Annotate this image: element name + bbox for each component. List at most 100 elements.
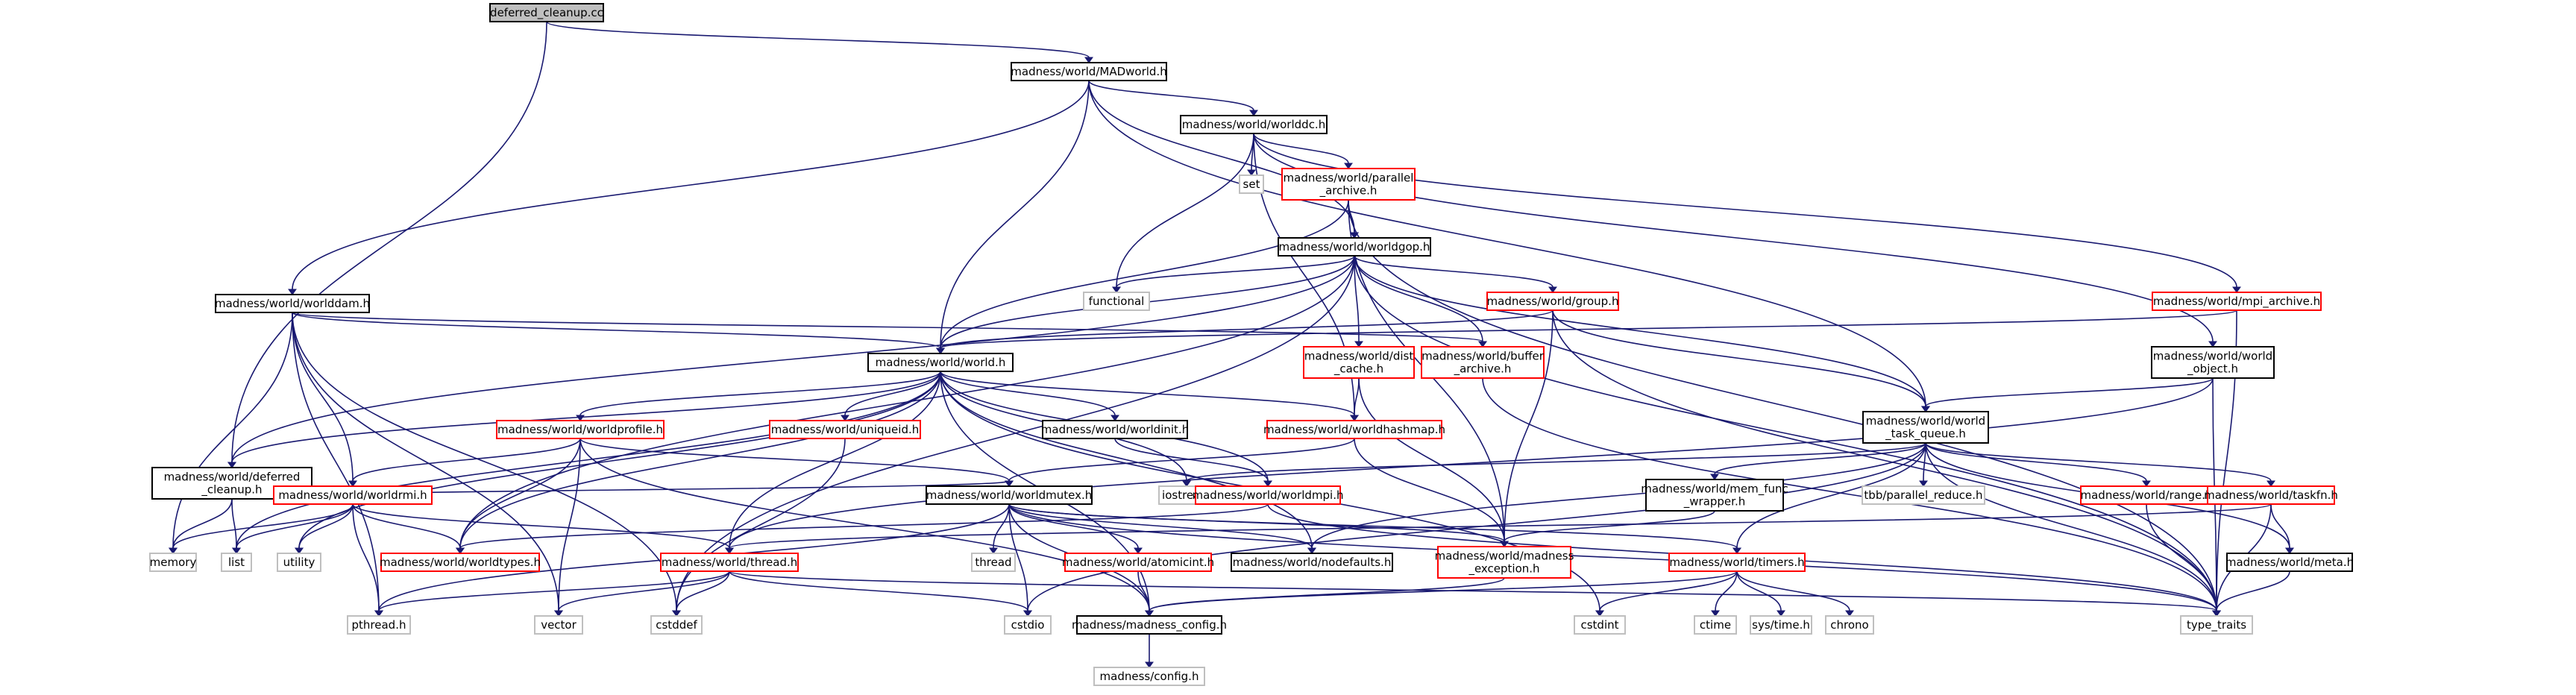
node-ctime: ctime [1694, 615, 1737, 635]
edge-arrowhead-madness_config-to-madness_config_h [1145, 661, 1154, 668]
node-box [1862, 411, 1989, 444]
node-thread[interactable]: madness/world/thread.h [660, 553, 799, 572]
node-taskfn[interactable]: madness/world/taskfn.h [2204, 485, 2338, 505]
node-box [1195, 485, 1341, 505]
node-worldrmi[interactable]: madness/world/worldrmi.h [273, 485, 433, 505]
node-worldtypes[interactable]: madness/world/worldtypes.h [380, 553, 541, 572]
node-madworld[interactable]: madness/world/MADworld.h [1011, 62, 1167, 81]
node-world-object[interactable]: madness/world/world_object.h [2151, 346, 2275, 379]
edge-worldgop-to-type_traits [1354, 255, 2217, 611]
node-group[interactable]: madness/world/group.h [1486, 292, 1619, 311]
edge-group-to-type_traits [1552, 309, 2217, 611]
node-label: type_traits [2187, 618, 2246, 632]
node-box [1064, 553, 1212, 572]
node-box [1180, 115, 1328, 134]
edge-world_task_queue-to-taskfn [1925, 442, 2272, 482]
node-worldhashmap[interactable]: madness/world/worldhashmap.h [1263, 420, 1445, 439]
node-madness-exception[interactable]: madness/world/madness_exception.h [1435, 546, 1574, 579]
node-mem-func-wrapper[interactable]: madness/world/mem_func_wrapper.h [1641, 479, 1788, 512]
edge-arrowhead-world-to-deferred_cleanup [227, 462, 236, 468]
node-box [650, 615, 703, 635]
edge-worlddam-to-worldrmi [292, 312, 354, 482]
edge-world-to-thread [729, 371, 941, 549]
node-world-task-queue[interactable]: madness/world/world_task_queue.h [1862, 411, 1989, 444]
node-uniqueid[interactable]: madness/world/uniqueid.h [769, 420, 921, 439]
node-box [1825, 615, 1874, 635]
edge-arrowhead-taskfn-to-thread [725, 547, 734, 554]
edge-worldprofile-to-madness_config [579, 438, 1150, 611]
node-label: madness/world/nodefaults.h [1233, 556, 1392, 569]
node-box [534, 615, 583, 635]
edge-arrowhead-timers-to-chrono [1845, 610, 1854, 617]
node-worldprofile[interactable]: madness/world/worldprofile.h [496, 420, 665, 439]
node-worldmpi[interactable]: madness/world/worldmpi.h [1193, 485, 1344, 505]
edge-deferred_cleanup-to-memory [172, 498, 233, 549]
edge-arrowhead-worldgop-to-functional [1112, 286, 1121, 293]
edge-worldgop-to-buffer_archive [1354, 255, 1483, 342]
node-mpi-archive[interactable]: madness/world/mpi_archive.h [2152, 292, 2322, 311]
node-worlddam[interactable]: madness/world/worlddam.h [215, 294, 370, 313]
edge-arrowhead-world_task_queue-to-mem_func_wrapper [1710, 474, 1719, 480]
node-box [867, 353, 1014, 372]
edge-group-to-world [940, 309, 1554, 349]
edge-timers-to-ctime [1715, 570, 1738, 611]
node-box [1750, 615, 1812, 635]
node-root[interactable]: deferred_cleanup.cc [489, 3, 604, 22]
edge-worldrmi-to-worldtypes [352, 503, 461, 549]
node-worldmutex[interactable]: madness/world/worldmutex.h [926, 485, 1093, 505]
node-label: madness/world/timers.h [1669, 556, 1804, 569]
node-label: madness/world/worlddc.h [1182, 118, 1325, 131]
edge-arrowhead-world_task_queue-to-tbb_parallel_reduce [1919, 480, 1928, 487]
node-label: tbb/parallel_reduce.h [1864, 488, 1982, 503]
edge-meta-to-type_traits [2216, 570, 2290, 611]
node-worlddc[interactable]: madness/world/worlddc.h [1180, 115, 1328, 134]
edge-arrowhead-worldprofile-to-worldrmi [348, 480, 357, 487]
node-madness-config[interactable]: madness/madness_config.h [1072, 615, 1227, 635]
edge-worlddam-to-cstddef [292, 312, 677, 611]
edge-group-to-madness_exception [1504, 309, 1554, 542]
edge-thread-to-type_traits [729, 570, 2217, 611]
node-box [1076, 615, 1222, 635]
node-nodefaults[interactable]: madness/world/nodefaults.h [1231, 553, 1393, 572]
edge-arrowhead-madworld-to-worlddc [1249, 110, 1258, 116]
node-timers[interactable]: madness/world/timers.h [1668, 553, 1806, 572]
edge-worlddam-to-vector [292, 312, 559, 611]
edge-worldrmi-to-memory [172, 503, 354, 549]
node-parallel-archive[interactable]: madness/world/parallel_archive.h [1281, 168, 1416, 201]
node-box [273, 485, 433, 505]
edge-dist_cache-to-worldhashmap [1354, 377, 1360, 416]
node-label: thread [975, 556, 1011, 569]
node-worldinit[interactable]: madness/world/worldinit.h [1041, 420, 1189, 439]
edge-worlddc-to-mpi_archive [1253, 133, 2237, 288]
node-box [1042, 420, 1188, 439]
node-label: madness/world/taskfn.h [2204, 488, 2338, 502]
edge-thread-to-vector [558, 570, 730, 611]
node-box [660, 553, 799, 572]
node-meta[interactable]: madness/world/meta.h [2225, 553, 2354, 572]
edge-madworld-to-world_task_queue [1088, 80, 1926, 407]
node-vector: vector [534, 615, 583, 635]
node-label: madness/world/worldgop.h [1279, 240, 1430, 254]
node-label: madness/world/thread.h [662, 556, 798, 569]
edge-arrowhead-worldhashmap-to-worldmutex [1005, 480, 1014, 487]
edge-worlddam-to-memory [172, 312, 293, 549]
edge-worldgop-to-world_task_queue [1354, 255, 1926, 407]
node-box [926, 485, 1093, 505]
node-range[interactable]: madness/world/range.h [2080, 485, 2213, 505]
node-world[interactable]: madness/world/world.h [867, 353, 1014, 372]
edge-worldmutex-to-cstdio [1008, 503, 1028, 611]
node-buffer-archive[interactable]: madness/world/buffer_archive.h [1421, 346, 1545, 379]
node-label: chrono [1830, 618, 1868, 632]
node-atomicint[interactable]: madness/world/atomicint.h [1062, 553, 1214, 572]
node-label: vector [541, 618, 577, 632]
edge-arrowhead-thread-to-cstddef [672, 610, 681, 617]
node-dist-cache[interactable]: madness/world/dist_cache.h [1303, 346, 1415, 379]
edge-arrowhead-thread-to-pthread [374, 610, 383, 617]
edge-world-to-worldprofile [579, 371, 941, 416]
edge-arrowhead-worlddc-to-set [1247, 169, 1256, 176]
node-label: madness/world/worlddam.h [215, 297, 370, 310]
edge-worlddam-to-buffer_archive [292, 312, 1483, 342]
node-worldgop[interactable]: madness/world/worldgop.h [1278, 237, 1431, 257]
node-label: madness/world/buffer [1421, 350, 1545, 363]
